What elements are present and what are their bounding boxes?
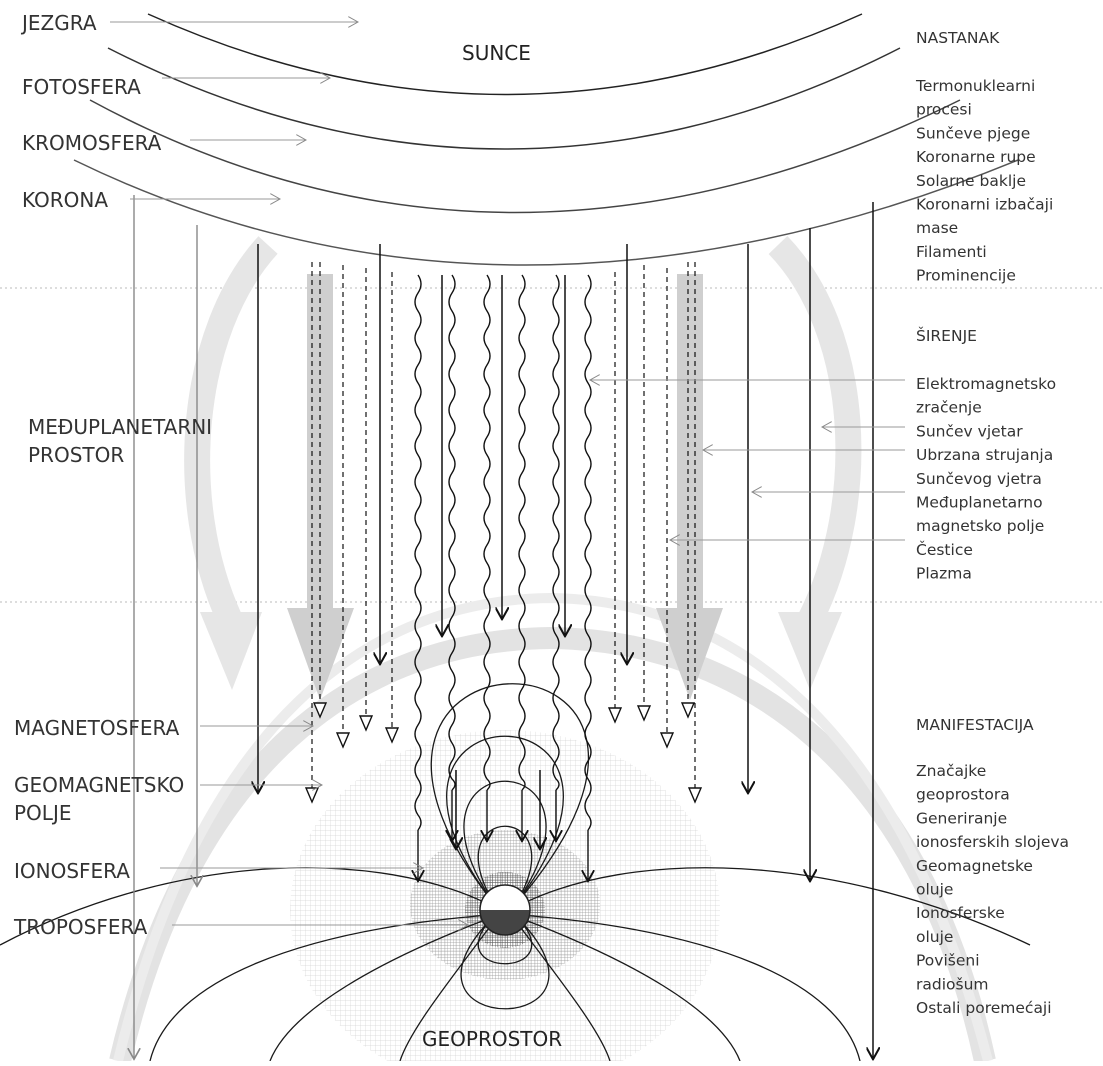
open-arrowhead [312,702,328,719]
section-heading-sirenje: ŠIRENJE [916,326,977,345]
em-wave [483,274,491,791]
label-geomagnetsko-polje: POLJE [14,801,71,825]
section-item-manifestacija: Ionosferske [916,904,1005,922]
sun-label: SUNCE [462,41,531,65]
sun-layers [73,13,1019,266]
em-wave [448,274,456,791]
section-item-nastanak: procesi [916,101,972,119]
section-item-manifestacija: radiošum [916,975,989,993]
section-item-sirenje: magnetsko polje [916,517,1044,535]
label-magnetosfera: MAGNETOSFERA [14,716,180,740]
label-geomagnetsko-polje: GEOMAGNETSKO [14,773,184,797]
section-item-nastanak: Sunčeve pjege [916,124,1030,142]
em-wave [414,274,422,831]
label-korona: KORONA [22,188,108,212]
label-ionosfera: IONOSFERA [14,859,130,883]
section-item-nastanak: Prominencije [916,267,1016,285]
open-arrowhead [335,732,351,749]
section-item-sirenje: Sunčev vjetar [916,422,1023,440]
section-item-manifestacija: geoprostora [916,786,1010,804]
section-item-nastanak: Termonuklearni [915,77,1035,95]
earth-globe [479,884,531,936]
section-item-sirenje: Sunčevog vjetra [916,470,1042,488]
section-item-nastanak: Solarne baklje [916,172,1026,190]
section-item-manifestacija: Ostali poremećaji [916,999,1052,1017]
label-fotosfera: FOTOSFERA [22,75,141,99]
section-item-sirenje: Plazma [916,565,972,583]
dynamic-layer [110,22,905,1058]
section-item-manifestacija: oluje [916,881,953,899]
section-item-manifestacija: Generiranje [916,809,1007,827]
open-arrowhead [680,702,696,719]
label-kromosfera: KROMOSFERA [22,131,162,155]
em-wave [518,274,526,791]
section-heading-manifestacija: MANIFESTACIJA [916,716,1034,734]
em-wave [552,274,560,791]
interplanetary-label: PROSTOR [28,443,124,467]
em-wave [584,274,592,831]
geomagnetic-field-lines [0,683,1031,1062]
section-item-nastanak: Koronarni izbačaji [916,196,1053,214]
open-arrowhead [659,732,675,749]
label-layer: JEZGRA FOTOSFERA KROMOSFERA KORONA SUNCE MEĐU… [13,11,1069,1051]
open-arrowhead [304,787,320,804]
section-item-manifestacija: Geomagnetske [916,857,1033,875]
faint-curved-arrows [109,235,996,1064]
section-item-manifestacija: ionosferskih slojeva [916,833,1069,851]
section-item-nastanak: Koronarne rupe [916,148,1036,166]
open-arrowhead [358,715,374,732]
section-heading-nastanak: NASTANAK [916,29,1000,47]
section-item-manifestacija: Povišeni [916,952,980,970]
section-item-nastanak: mase [916,219,958,237]
section-item-sirenje: zračenje [916,399,982,417]
section-item-manifestacija: Značajke [916,762,986,780]
section-item-sirenje: Ubrzana strujanja [916,446,1053,464]
section-item-manifestacija: oluje [916,928,953,946]
open-arrowhead [607,707,623,724]
open-arrowhead [384,727,400,744]
section-item-sirenje: Elektromagnetsko [916,375,1056,393]
label-troposfera: TROPOSFERA [13,915,148,939]
interplanetary-label: MEĐUPLANETARNI [28,415,212,439]
section-item-sirenje: Međuplanetarno [916,494,1043,512]
label-jezgra: JEZGRA [20,11,97,35]
open-arrowhead [636,705,652,722]
section-item-sirenje: Čestice [916,540,973,559]
section-item-nastanak: Filamenti [916,243,987,261]
geospace-label: GEOPROSTOR [422,1027,562,1051]
open-arrowhead [687,787,703,804]
